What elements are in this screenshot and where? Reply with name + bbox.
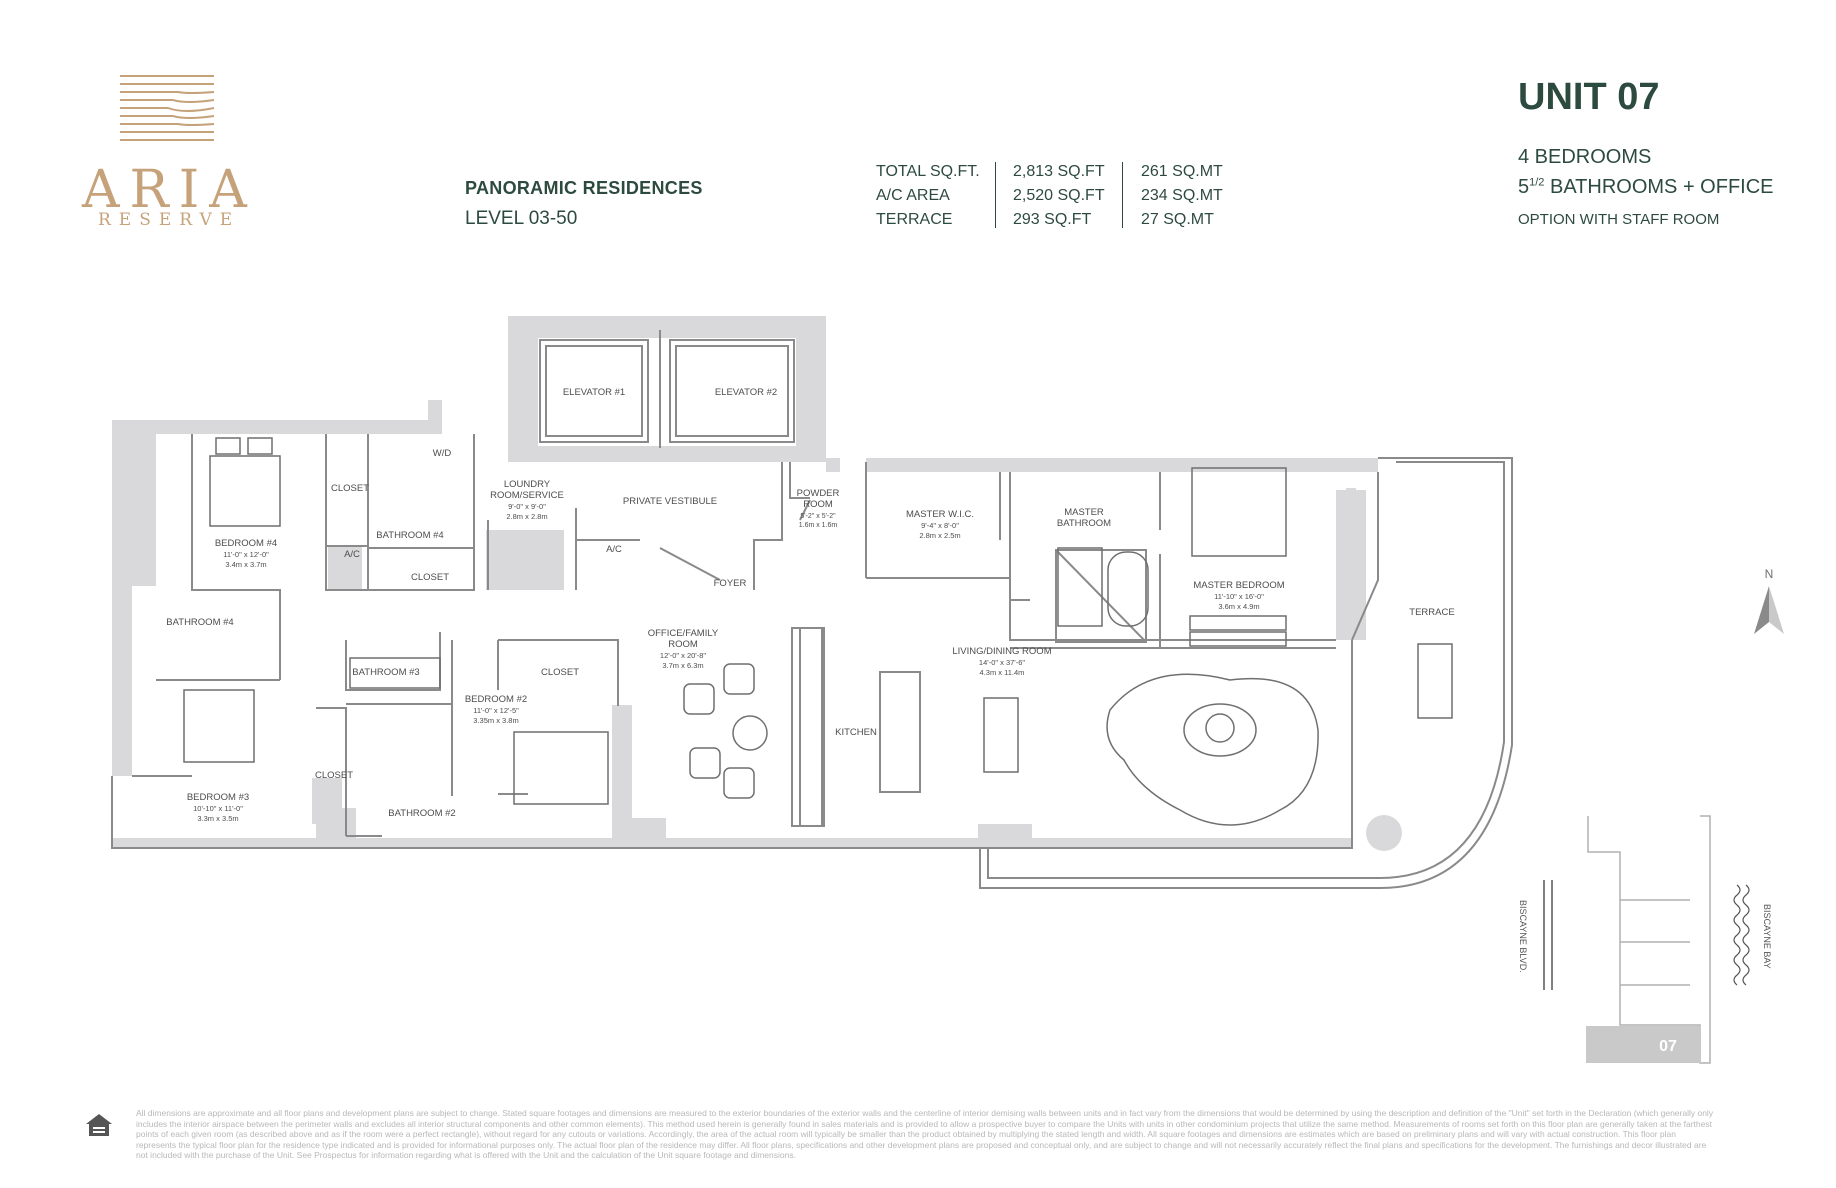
elevator-1-label: ELEVATOR #1	[563, 387, 625, 398]
terrace-table-icon	[1417, 643, 1453, 719]
dining-table-icon	[983, 697, 1019, 773]
living-label: LIVING/DINING ROOM	[952, 646, 1051, 657]
closet-label-b3: CLOSET	[315, 770, 353, 781]
laundry-label: LOUNDRY	[504, 479, 551, 490]
planter-icon	[1366, 815, 1402, 851]
street-left-label: BISCAYNE BLVD.	[1518, 900, 1528, 973]
living-dim-ft: 14'-0" x 37'-6"	[979, 658, 1025, 667]
ac-label: A/C	[344, 549, 360, 560]
office-label: OFFICE/FAMILY	[648, 628, 719, 639]
bed-icon	[183, 689, 255, 763]
master-wic-label: MASTER W.I.C.	[906, 509, 974, 520]
kitchen-label: KITCHEN	[835, 727, 877, 738]
key-plan-unit-tag: 07	[1659, 1038, 1677, 1055]
master-bed-label: MASTER BEDROOM	[1193, 580, 1284, 591]
north-arrow-icon: N	[1754, 567, 1784, 634]
office-dim-ft: 12'-0" x 20'-8"	[660, 651, 706, 660]
unit-option: OPTION WITH STAFF ROOM	[1518, 211, 1720, 228]
foyer-label: FOYER	[714, 578, 747, 589]
master-wic-dim-m: 2.8m x 2.5m	[919, 531, 960, 540]
bedroom-4-dim-ft: 11'-0" x 12'-0"	[223, 550, 269, 559]
bathroom-3-label: BATHROOM #3	[352, 667, 419, 678]
bedroom-3-dim-m: 3.3m x 3.5m	[197, 814, 238, 823]
closet-label: CLOSET	[411, 572, 449, 583]
powder-dim-ft: 5'-2" x 5'-2"	[800, 513, 836, 520]
bedroom-3-dim-ft: 10'-10" x 11'-0"	[193, 804, 243, 813]
master-bed-dim-m: 3.6m x 4.9m	[1218, 602, 1259, 611]
sofa-icon	[1106, 673, 1319, 826]
north-label: N	[1765, 567, 1774, 581]
bath-text: BATHROOMS + OFFICE	[1544, 176, 1774, 198]
elevator-2-label: ELEVATOR #2	[715, 387, 777, 398]
bedroom-2-label: BEDROOM #2	[465, 694, 527, 705]
ac-label-2: A/C	[606, 544, 622, 555]
bed-icon	[513, 731, 609, 805]
area-sqft: 2,813 SQ.FT 2,520 SQ.FT 293 SQ.FT	[1013, 160, 1105, 232]
brand-subtitle: RESERVE	[98, 210, 241, 230]
bath-count: 5	[1518, 176, 1530, 198]
area-label: A/C AREA	[876, 187, 950, 204]
level-range: LEVEL 03-50	[465, 208, 578, 229]
bedroom-4-dim-m: 3.4m x 3.7m	[225, 560, 266, 569]
bathtub-icon	[1107, 551, 1149, 627]
master-bath-label-2: BATHROOM	[1057, 518, 1111, 529]
wd-label: W/D	[433, 448, 452, 459]
vestibule-label: PRIVATE VESTIBULE	[623, 496, 717, 507]
area-sqm-value: 234 SQ.MT	[1141, 187, 1223, 204]
area-labels: TOTAL SQ.FT. A/C AREA TERRACE	[876, 160, 980, 232]
laundry-dim-ft: 9'-0" x 9'-0"	[508, 502, 546, 511]
area-label: TERRACE	[876, 211, 953, 228]
closet-label-b2: CLOSET	[541, 667, 579, 678]
legal-disclaimer: All dimensions are approximate and all f…	[136, 1108, 1714, 1160]
collection-title: PANORAMIC RESIDENCES	[465, 178, 703, 198]
bedroom-2-dim-ft: 11'-0" x 12'-5"	[473, 706, 519, 715]
area-sqft-value: 293 SQ.FT	[1013, 211, 1092, 228]
living-dim-m: 4.3m x 11.4m	[980, 668, 1025, 677]
powder-label-2: ROOM	[803, 499, 833, 510]
bedroom-3-label: BEDROOM #3	[187, 792, 249, 803]
brand-name: ARIA	[82, 160, 257, 220]
laundry-dim-m: 2.8m x 2.8m	[506, 512, 547, 521]
bath-fraction: 1/2	[1529, 176, 1545, 189]
bed-icon	[1191, 467, 1287, 557]
area-sqm-value: 261 SQ.MT	[1141, 163, 1223, 180]
wall	[112, 420, 156, 586]
closet-label: CLOSET	[331, 483, 369, 494]
street-right-label: BISCAYNE BAY	[1762, 904, 1772, 969]
terrace-label: TERRACE	[1409, 607, 1454, 618]
office-dim-m: 3.7m x 6.3m	[662, 661, 703, 670]
key-plan: 07 BISCAYNE BLVD. BISCAYNE BAY	[1518, 815, 1772, 1064]
coffee-table-icon	[732, 715, 768, 751]
unit-bedrooms: 4 BEDROOMS	[1518, 146, 1652, 168]
area-sqm-value: 27 SQ.MT	[1141, 211, 1214, 228]
unit-bathrooms: 51/2 BATHROOMS + OFFICE	[1518, 176, 1774, 199]
area-sqft-value: 2,520 SQ.FT	[1013, 187, 1105, 204]
unit-title: UNIT 07	[1518, 76, 1660, 118]
area-label: TOTAL SQ.FT.	[876, 163, 980, 180]
area-sqft-value: 2,813 SQ.FT	[1013, 163, 1105, 180]
bathroom-4-label: BATHROOM #4	[376, 530, 443, 541]
area-sqm: 261 SQ.MT 234 SQ.MT 27 SQ.MT	[1141, 160, 1223, 232]
divider	[1122, 162, 1123, 228]
powder-dim-m: 1.6m x 1.6m	[799, 522, 838, 529]
logo-lines-icon	[120, 75, 215, 141]
master-bath-label: MASTER	[1064, 507, 1104, 518]
master-wic-dim-ft: 9'-4" x 8'-0"	[921, 521, 959, 530]
powder-label: POWDER	[797, 488, 840, 499]
bathroom-4b-label: BATHROOM #4	[166, 617, 233, 628]
bedroom-4-label: BEDROOM #4	[215, 538, 277, 549]
bathroom-2-label: BATHROOM #2	[388, 808, 455, 819]
laundry-label-2: ROOM/SERVICE	[490, 490, 564, 501]
office-label-2: ROOM	[668, 639, 698, 650]
equal-housing-icon	[86, 1114, 112, 1136]
bed-icon	[209, 455, 281, 527]
bedroom-2-dim-m: 3.35m x 3.8m	[473, 716, 518, 725]
master-bed-dim-ft: 11'-10" x 16'-0"	[1214, 592, 1264, 601]
divider	[995, 162, 996, 228]
